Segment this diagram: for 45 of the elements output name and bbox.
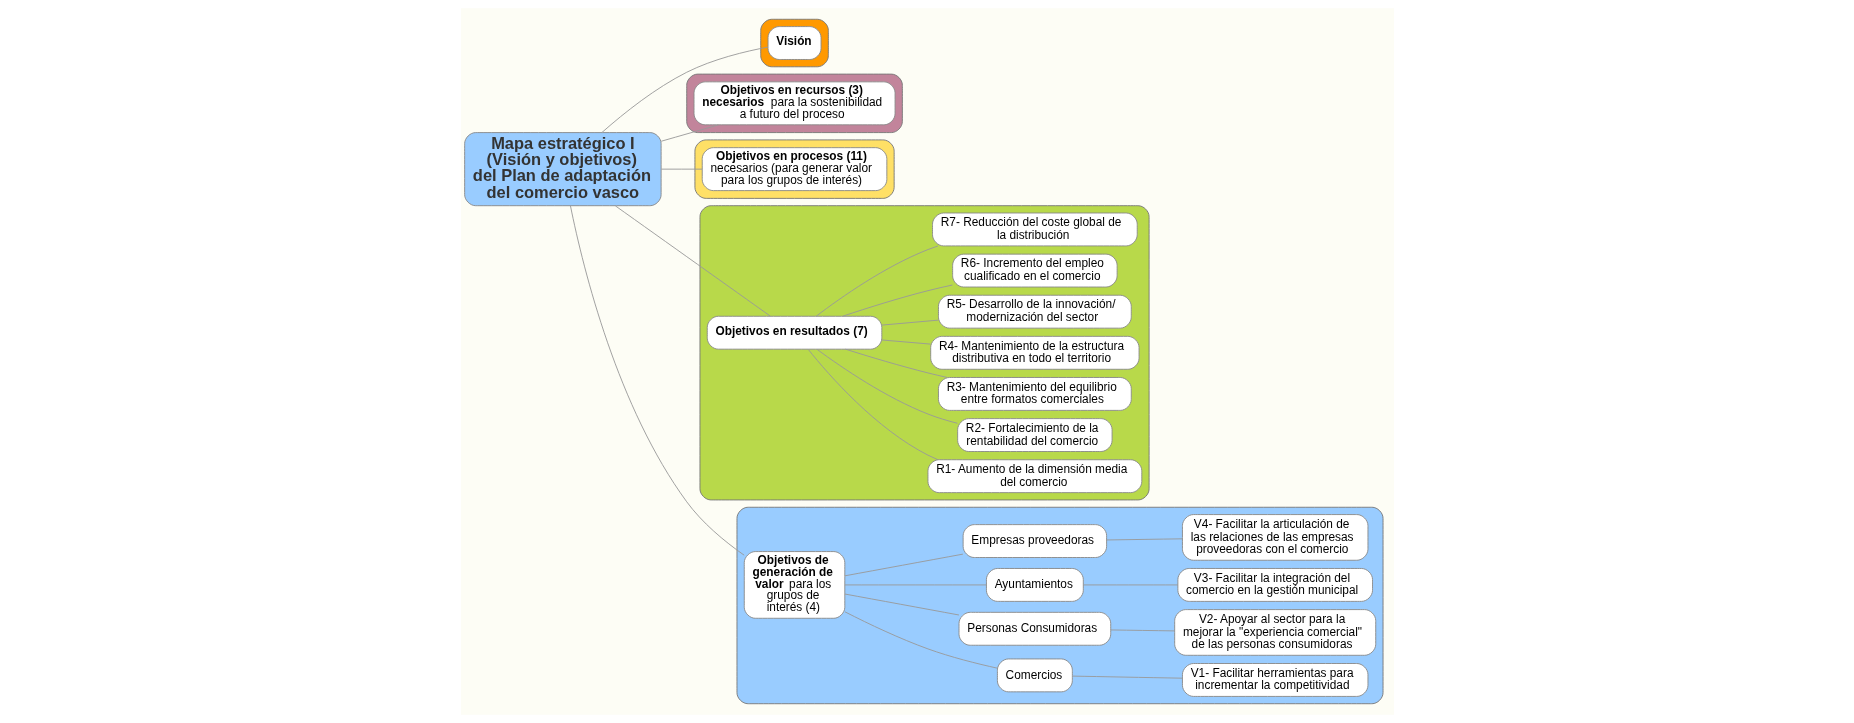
node-box: V4- Facilitar la articulación de las relaciones de las empresas proveedoras con el comercio [1181,514,1368,561]
connector [1105,538,1183,541]
cluster [699,205,1150,501]
node-box: R5- Desarrollo de la innovación/ modernización del sector [937,294,1132,329]
connector [844,348,947,378]
connector [601,46,768,133]
node-box: R1- Aumento de la dimensión media del comercio [927,459,1142,494]
node-box: V2- Apoyar al sector para la mejorar la "experiencia comercial" de las personas consumidoras [1173,609,1376,656]
connector [660,168,703,170]
node-box: R7- Reducción del coste global de la distribución [931,212,1138,247]
connector [807,348,938,461]
connector [1082,584,1178,586]
node-box: Objetivos en resultados (7) [706,315,882,350]
connector [569,205,745,556]
cluster [685,73,903,134]
node-box: R2- Fortalecimiento de la rentabilidad del comercio [956,418,1113,452]
node-box: V3- Facilitar la integración del comercio en la gestión municipal [1176,568,1373,602]
node-box: Empresas proveedoras [962,524,1107,558]
connector [880,319,939,326]
node-box: Visión [767,26,821,60]
connector [614,205,771,317]
node-box: R4- Mantenimiento de la estructura distributiva en todo el territorio [929,335,1139,370]
node-box: Ayuntamientos [985,568,1084,602]
connector [843,553,963,577]
connector [843,593,959,616]
connector [815,245,938,317]
connector [816,348,958,424]
connector [880,339,931,345]
node-box: Objetivos de generación de valor para los grupos de interés (4) [743,551,845,619]
connector [844,611,998,669]
node-box: Comercios [996,658,1073,693]
connector [843,584,987,586]
cluster [694,139,895,199]
node-box: V1- Facilitar herramientas para incrementar la competitividad [1181,663,1368,697]
connector [841,284,953,317]
cluster [759,18,829,68]
node-box: R3- Mantenimiento del equilibrio entre formatos comerciales [937,377,1132,411]
node-box: Objetivos en recursos (3) necesarios para la sostenibilidad a futuro del proceso [693,81,895,126]
node-box: R6- Incremento del empleo cualificado en el comercio [951,253,1118,288]
node-box: Mapa estratégico I (Visión y objetivos) del Plan de adaptación del comercio vasco [463,132,662,207]
cluster [736,506,1383,705]
connector [1071,675,1183,679]
node-box: Personas Consumidoras [958,611,1111,646]
connector [1109,629,1175,632]
node-box: Objetivos en procesos (11) necesarios (para generar valor para los grupos de interés) [701,147,887,192]
